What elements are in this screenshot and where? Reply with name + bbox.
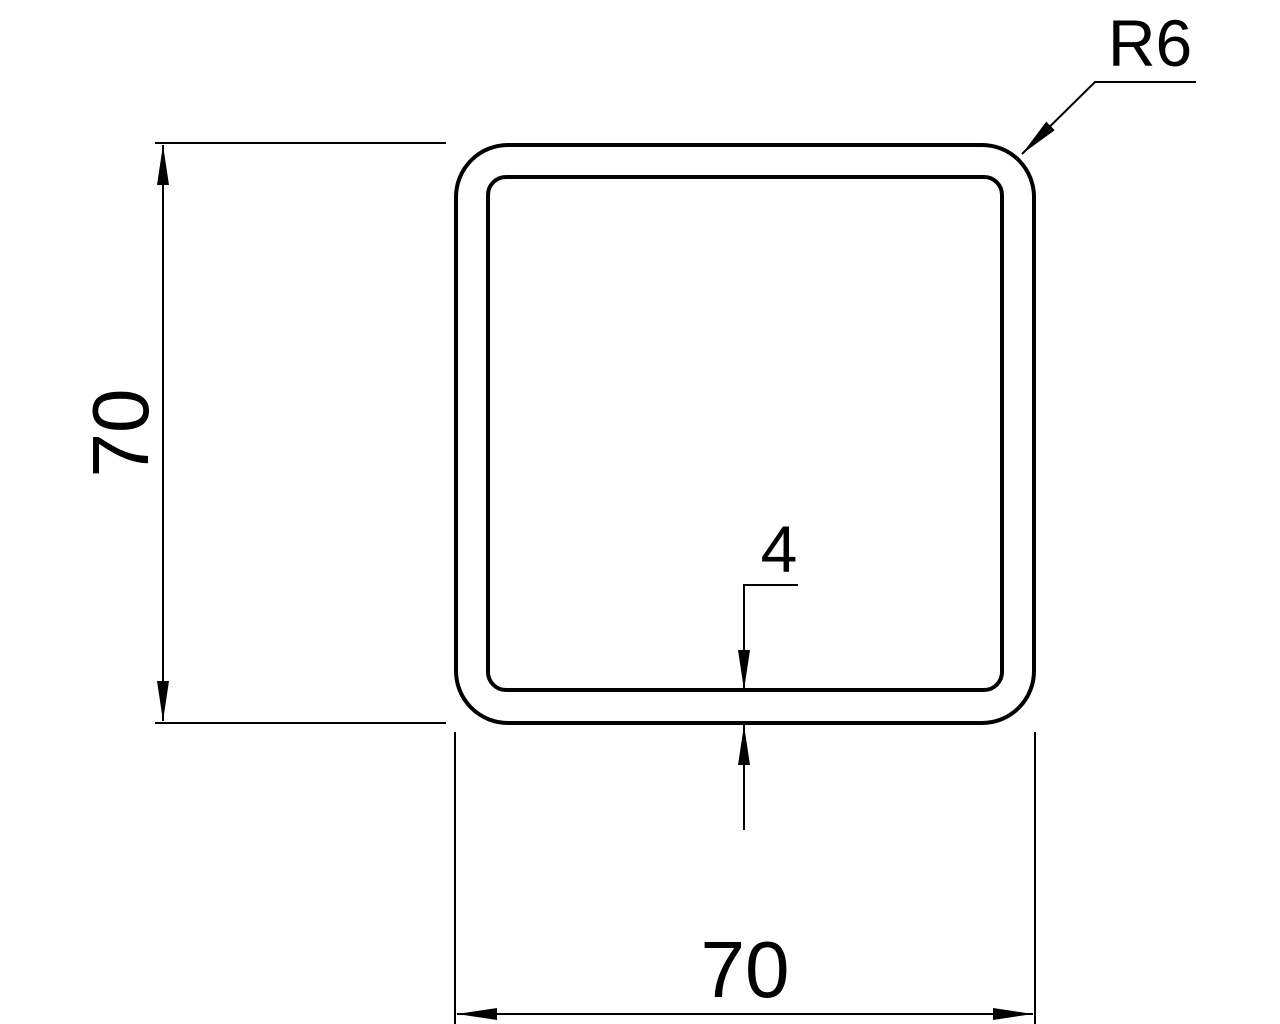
thickness-dimension	[738, 584, 798, 830]
radius-dimension	[1021, 81, 1196, 155]
thickness-leader	[743, 584, 798, 610]
radius-leader	[1021, 81, 1196, 155]
height-label: 70	[76, 389, 165, 478]
radius-label: R6	[1108, 6, 1192, 80]
height-dimension	[155, 142, 446, 724]
width-dimension	[454, 732, 1036, 1024]
thickness-label: 4	[761, 512, 798, 586]
outer-outline	[454, 143, 1036, 725]
width-label: 70	[701, 925, 790, 1014]
